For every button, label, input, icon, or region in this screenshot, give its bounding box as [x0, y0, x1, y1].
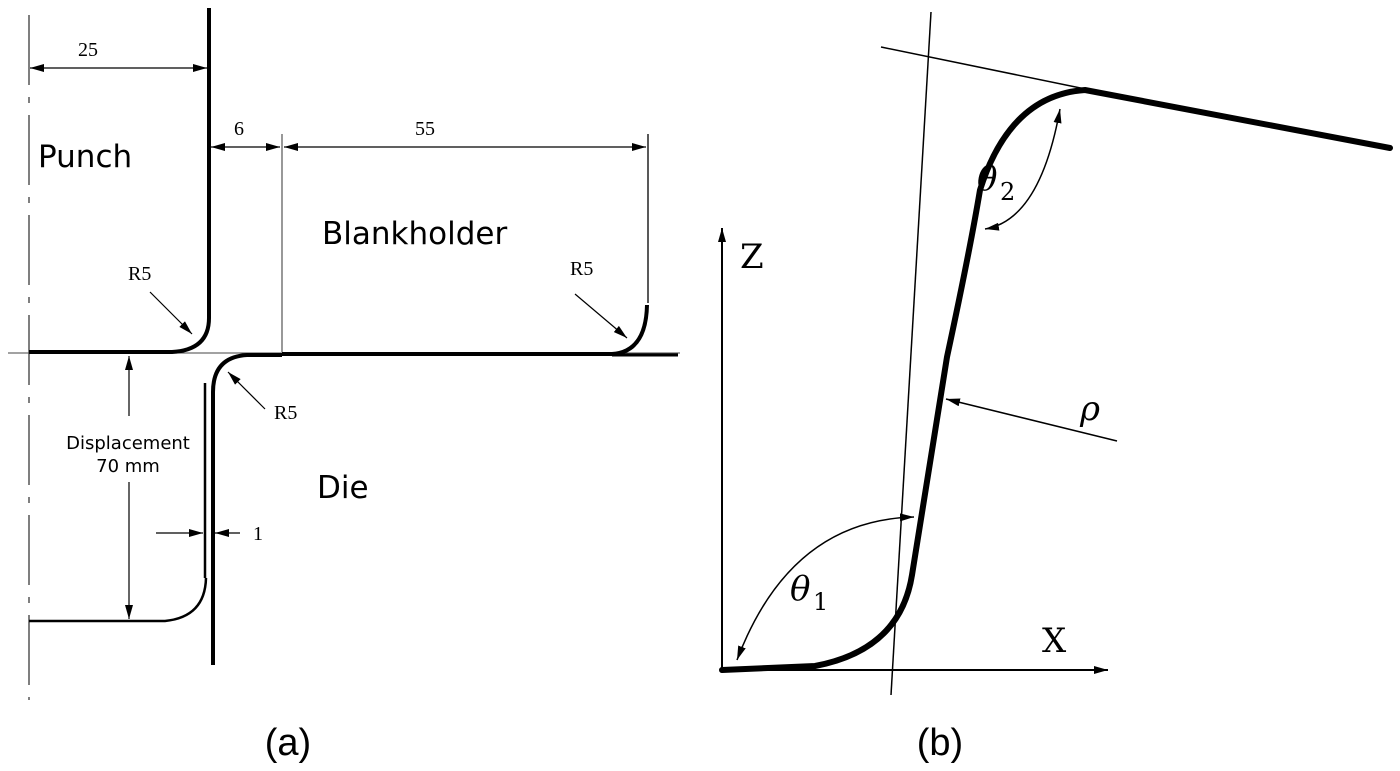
punch-radius-leader [149, 291, 193, 335]
rho-symbol: ρ [1079, 389, 1100, 429]
die-label: Die [317, 470, 369, 506]
dim-6-label: 6 [234, 118, 244, 140]
panel-a: 25 6 55 R5 R5 R5 1 Displacement 70 mm Pu… [8, 8, 680, 764]
blankholder-radius-leader [574, 293, 628, 339]
punch-label: Punch [38, 139, 132, 175]
theta2-subscript: 2 [1000, 178, 1015, 206]
punch-profile [29, 8, 211, 354]
die-profile [211, 353, 282, 665]
theta1-subscript: 1 [813, 588, 828, 616]
bent-profile-curve [719, 87, 1393, 673]
panel-b-caption: (b) [917, 722, 963, 764]
punch-final-profile [29, 577, 208, 623]
blankholder-label: Blankholder [322, 216, 507, 252]
theta2-symbol: θ [977, 159, 997, 199]
punch-radius-label: R5 [128, 263, 151, 285]
flange-tangent-line [880, 46, 1101, 93]
dim-25-label: 25 [78, 39, 98, 61]
dim-55-label: 55 [415, 118, 435, 140]
z-axis-label: Z [740, 237, 764, 277]
panel-a-caption: (a) [265, 722, 311, 764]
blankholder-profile [282, 304, 649, 356]
blankholder-radius-label: R5 [570, 258, 593, 280]
displacement-label: Displacement [66, 433, 190, 454]
displacement-value: 70 mm [96, 456, 160, 477]
die-radius-leader [227, 371, 266, 410]
dim-1-label: 1 [253, 523, 263, 545]
panel-b: Z X θ 1 θ 2 ρ (b) [718, 11, 1393, 764]
theta2-arc [984, 108, 1062, 231]
die-radius-label: R5 [274, 402, 297, 424]
theta1-arc [736, 513, 915, 661]
x-axis-label: X [1042, 621, 1067, 661]
theta1-symbol: θ [790, 569, 810, 609]
rho-leader [945, 398, 1118, 442]
